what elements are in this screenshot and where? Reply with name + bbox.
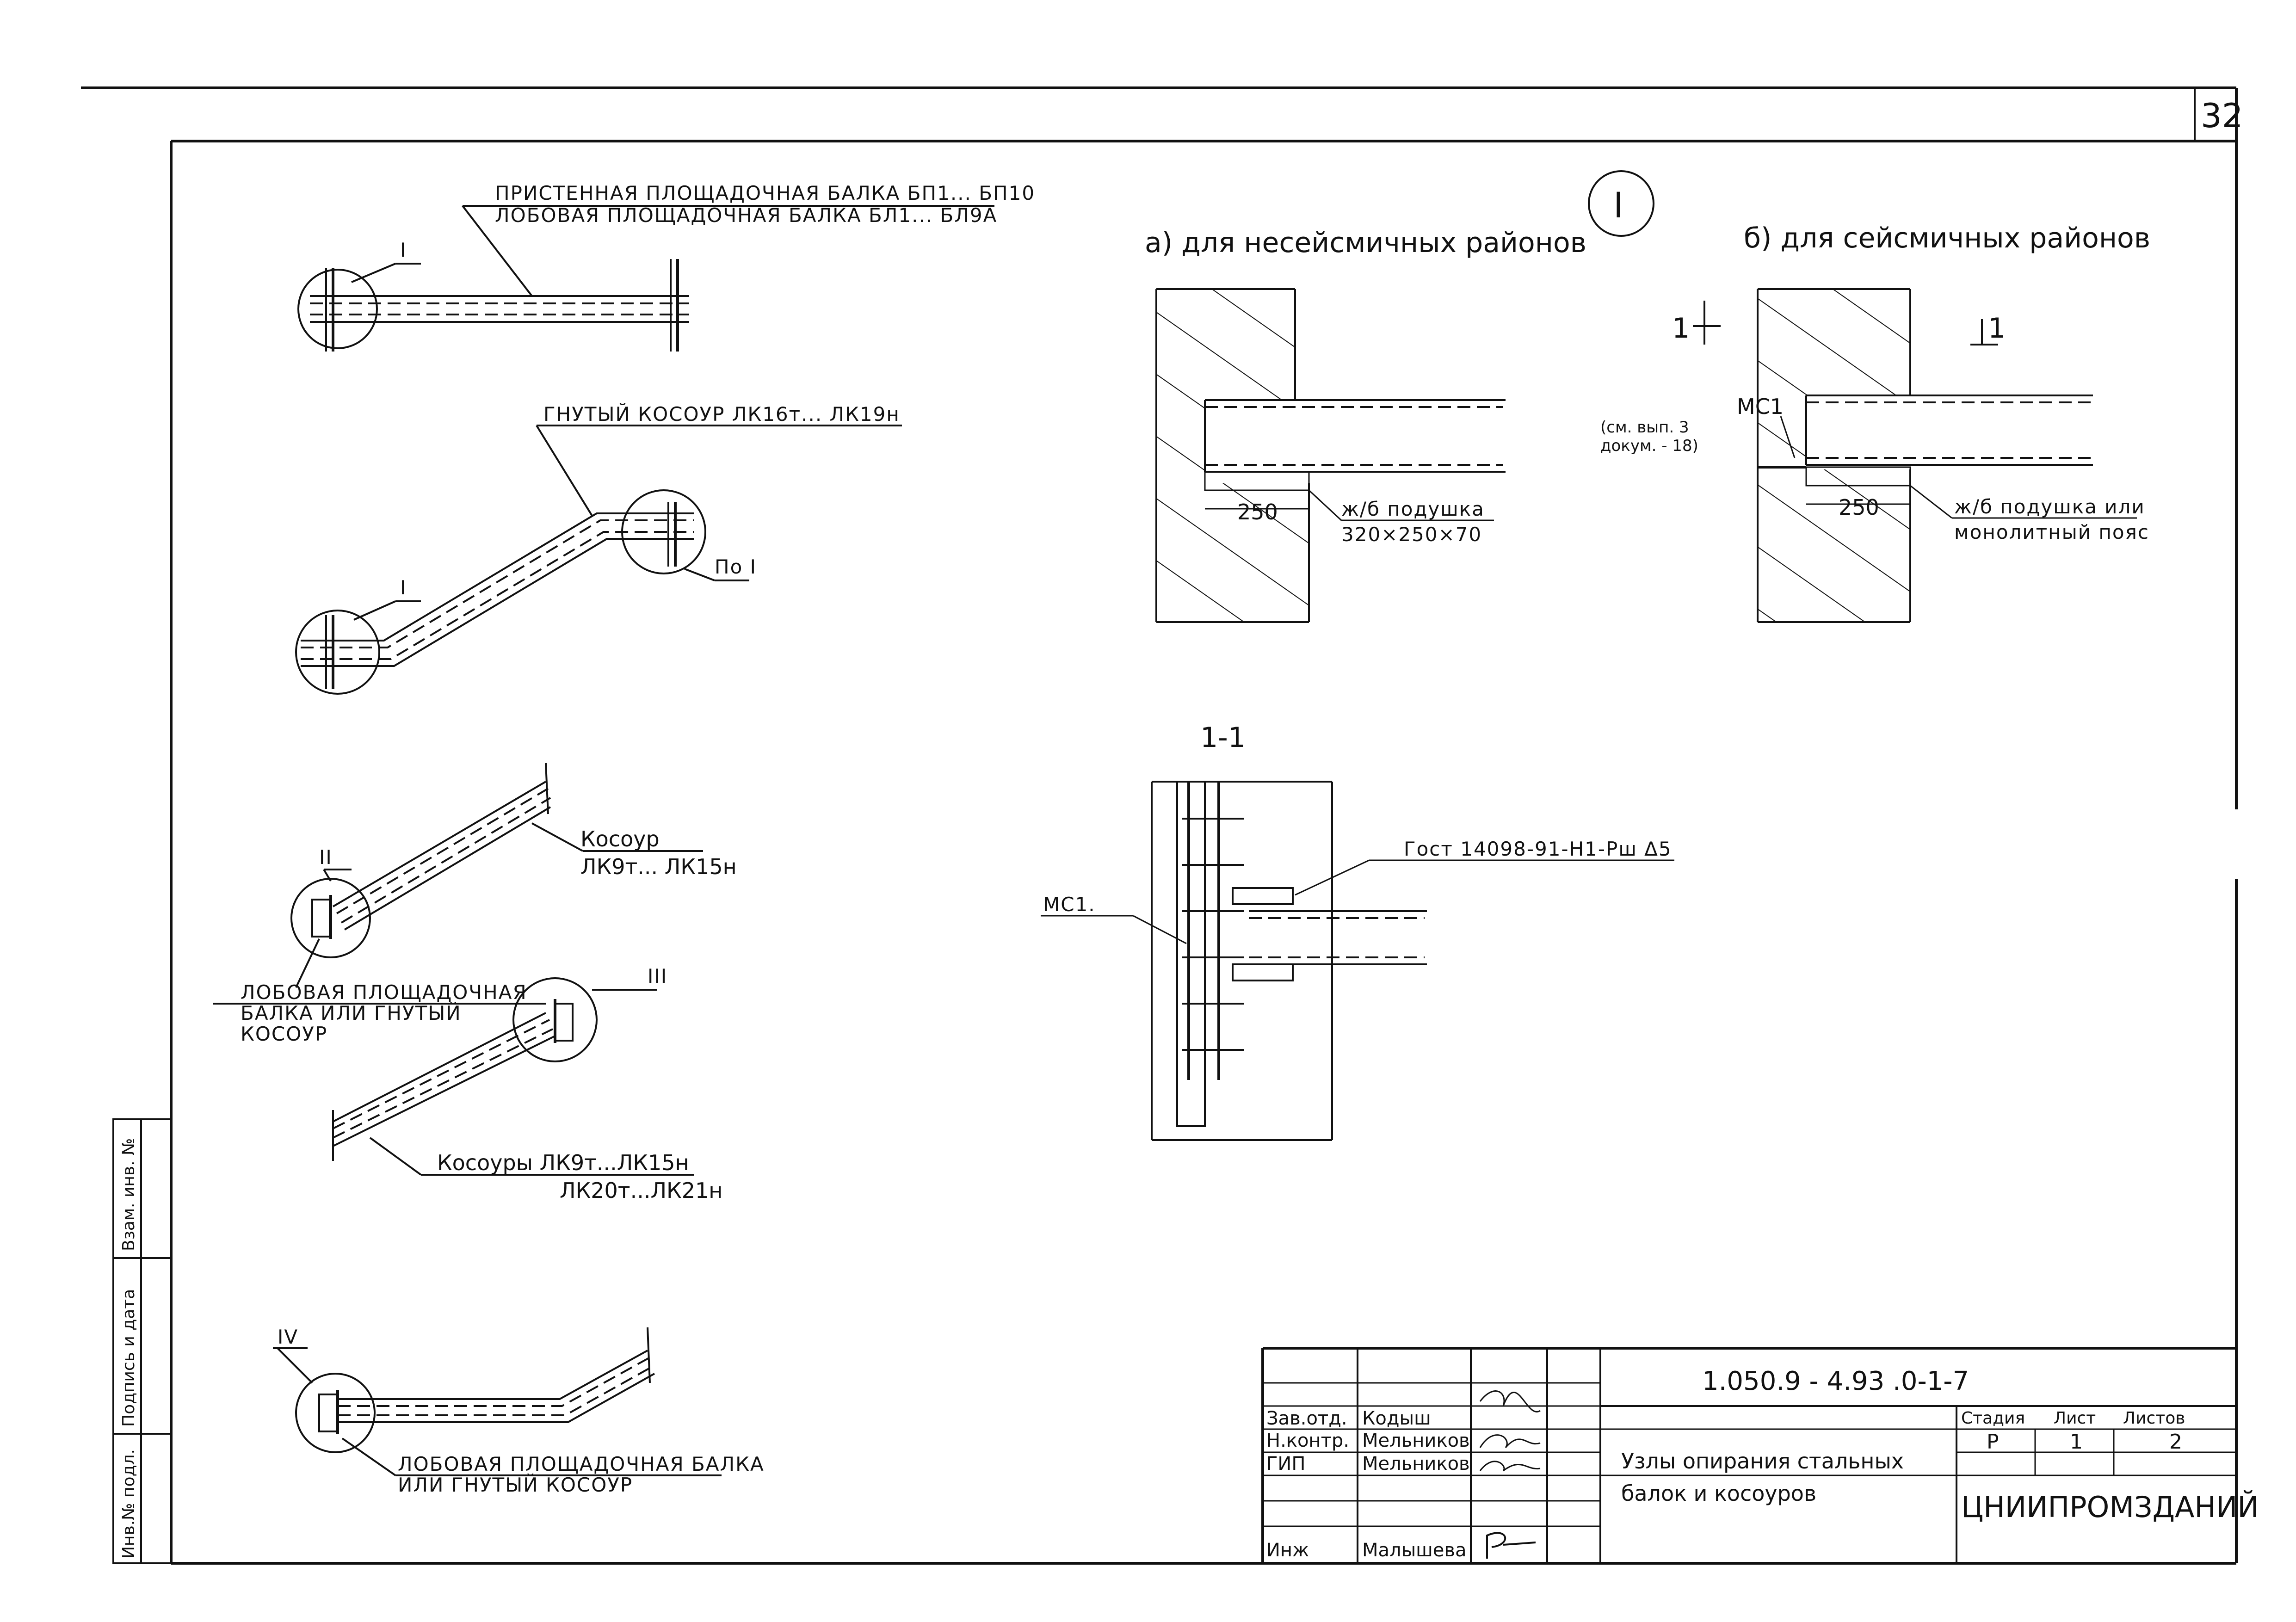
stamp-inv-podl: Инв.№ подл.	[119, 1449, 138, 1559]
node-iv-label: IV	[278, 1326, 298, 1348]
kosour-nodes-ii-iii	[213, 763, 703, 1176]
node-iv	[273, 1327, 722, 1476]
sheets-header: Листов	[2123, 1409, 2185, 1428]
node-i-label-2: I	[400, 576, 407, 599]
stamp-vzam: Взам. инв. №	[119, 1138, 138, 1251]
name-3: Мельников	[1362, 1453, 1470, 1474]
role-1: Зав.отд.	[1266, 1408, 1347, 1429]
kosoury-label: Косоуры ЛК9т...ЛК15н	[437, 1150, 689, 1175]
kosour-marks-label: ЛК9т... ЛК15н	[580, 854, 737, 879]
detail-title-a: а) для несейсмичных районов	[1145, 227, 1586, 259]
node-iii-label: III	[648, 965, 667, 987]
role-2: Н.контр.	[1266, 1430, 1349, 1451]
side-stamps	[112, 1118, 172, 1564]
cut-mark-right: 1	[1988, 312, 2006, 345]
section-title: 1-1	[1200, 722, 1246, 754]
cut-mark-left: 1	[1672, 312, 1690, 345]
dim-b: 250	[1839, 495, 1879, 520]
node-i-mirror-label: По I	[715, 555, 757, 578]
mc1-note-2: докум. - 18)	[1600, 437, 1698, 455]
section-1-1-drawing	[1041, 781, 1674, 1141]
sheet-value: 1	[2070, 1430, 2083, 1454]
front-beam-note-3: КОСОУР	[241, 1023, 327, 1045]
stage-header: Стадия	[1961, 1409, 2025, 1428]
gost-label: Гост 14098-91-Н1-Рш Δ5	[1404, 838, 1672, 860]
detail-roman: I	[1613, 185, 1623, 226]
wall-beam-label: ПРИСТЕННАЯ ПЛОЩАДОЧНАЯ БАЛКА БП1... БП10	[495, 182, 1035, 204]
bent-kosour-node	[295, 425, 902, 695]
front-beam-note-2: БАЛКА ИЛИ ГНУТЫЙ	[241, 1001, 462, 1024]
node-i-label-1: I	[400, 239, 407, 261]
sheet-header: Лист	[2054, 1409, 2096, 1428]
name-1: Кодыш	[1362, 1408, 1431, 1429]
name-2: Мельников	[1362, 1430, 1470, 1451]
mc1-note-1: (см. вып. 3	[1600, 418, 1689, 437]
detail-a-drawing	[1155, 288, 1506, 623]
kosour-label: Косоур	[580, 826, 660, 851]
front-beam-label: ЛОБОВАЯ ПЛОЩАДОЧНАЯ БАЛКА БЛ1... БЛ9А	[495, 204, 997, 227]
title-block-frame	[1261, 1347, 2236, 1563]
stamp-podpis: Подпись и дата	[119, 1289, 138, 1427]
doc-title-1: Узлы опирания стальных	[1621, 1449, 1904, 1474]
bottom-note-2: ИЛИ ГНУТЫЙ КОСОУР	[398, 1473, 633, 1496]
sheets-value: 2	[2169, 1430, 2182, 1454]
node-ii-label: II	[319, 846, 333, 869]
stage-value: Р	[1987, 1430, 1999, 1454]
doc-code: 1.050.9 - 4.93 .0-1-7	[1702, 1366, 1969, 1396]
sheet-number: 32	[2201, 96, 2243, 135]
role-6: Инж	[1266, 1540, 1309, 1561]
detail-title-b: б) для сейсмичных районов	[1744, 222, 2150, 254]
dim-a: 250	[1237, 500, 1278, 524]
section-mc1: МС1.	[1043, 893, 1096, 916]
pad-b-label-1: ж/б подушка или	[1954, 495, 2145, 518]
doc-title-2: балок и косоуров	[1621, 1481, 1816, 1506]
bent-kosour-label: ГНУТЫЙ КОСОУР ЛК16т... ЛК19н	[543, 402, 900, 426]
signatures	[1479, 1390, 1541, 1559]
pad-a-label-2: 320×250×70	[1341, 523, 1482, 546]
detail-marker-circle	[1588, 170, 1654, 237]
wall-beam-node	[297, 205, 994, 352]
front-beam-note-1: ЛОБОВАЯ ПЛОЩАДОЧНАЯ	[241, 981, 527, 1004]
role-3: ГИП	[1266, 1453, 1305, 1474]
bottom-note-1: ЛОБОВАЯ ПЛОЩАДОЧНАЯ БАЛКА	[398, 1453, 765, 1475]
detail-b-drawing	[1693, 288, 2137, 623]
name-6: Малышева	[1362, 1540, 1466, 1561]
mc1-label: МС1	[1737, 394, 1784, 419]
pad-b-label-2: монолитный пояс	[1954, 521, 2149, 543]
pad-a-label-1: ж/б подушка	[1341, 498, 1485, 520]
organization: ЦНИИПРОМЗДАНИЙ	[1961, 1490, 2259, 1524]
sheet-frame	[81, 86, 2238, 1565]
kosoury-label-2: ЛК20т...ЛК21н	[560, 1178, 722, 1203]
